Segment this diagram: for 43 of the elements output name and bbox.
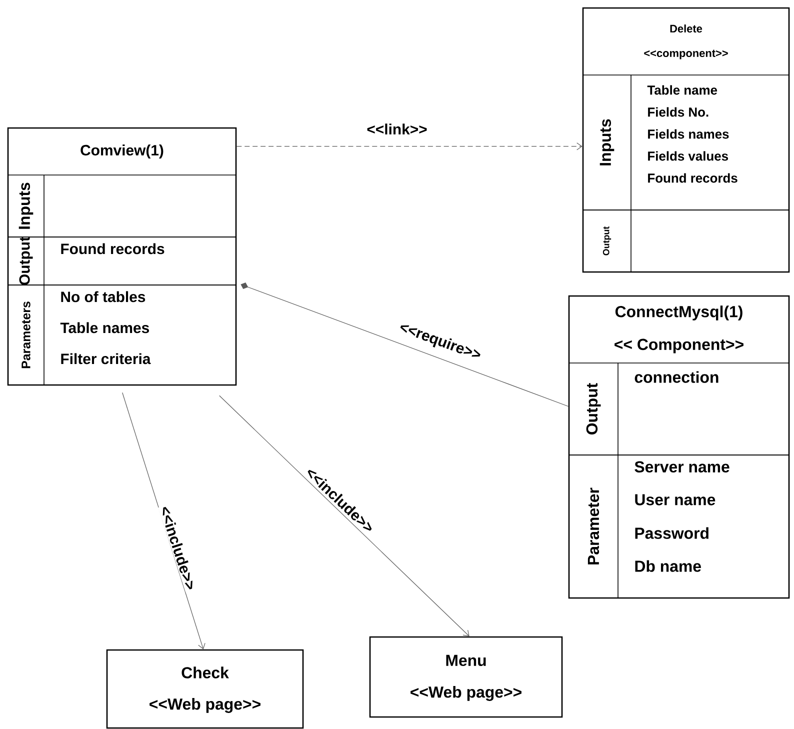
heading-text: << Component>> — [614, 338, 744, 354]
item-text: Fields names — [648, 129, 729, 139]
heading-text: Check — [182, 666, 229, 678]
side-label: Inputs — [600, 119, 614, 166]
item-text: Fields values — [648, 151, 728, 161]
side-label: Output — [602, 226, 612, 256]
item-text: connection — [634, 371, 718, 383]
item-text: Table names — [60, 322, 149, 334]
connector-arrow — [122, 392, 206, 650]
heading-text: <<component>> — [644, 50, 728, 60]
item-text: Password — [635, 527, 708, 539]
item-text: Found records — [648, 173, 738, 183]
item-text: Table name — [647, 85, 718, 95]
item-text: No of tables — [61, 291, 146, 302]
compartment — [582, 210, 790, 272]
item-text: User name — [635, 494, 716, 506]
side-label: Inputs — [18, 182, 34, 229]
compartment — [582, 74, 790, 210]
item-text: Server name — [634, 461, 730, 472]
heading-text: <<Web page>> — [150, 698, 260, 713]
compartment — [8, 174, 236, 238]
compartment — [8, 284, 236, 386]
heading-text: ConnectMysql(1) — [615, 306, 742, 320]
item-text: Filter criteria — [61, 353, 151, 364]
item-text: Fields No. — [648, 107, 708, 117]
item-text: Found records — [61, 243, 164, 254]
edge-label: <<link>> — [366, 122, 428, 136]
compartment — [8, 236, 236, 286]
side-label: Parameter — [588, 488, 600, 564]
component-box — [369, 636, 563, 718]
side-label: Parameters — [22, 302, 30, 368]
side-label: Output — [19, 236, 33, 285]
item-text: Db name — [635, 560, 701, 572]
compartment — [568, 362, 790, 456]
compartment — [568, 454, 790, 598]
connector-arrow — [236, 142, 582, 150]
connector-arrow — [219, 395, 470, 636]
heading-text: <<Web page>> — [410, 686, 522, 701]
component-box — [106, 649, 304, 729]
side-label: Output — [586, 383, 601, 434]
heading-text: Comview(1) — [80, 144, 164, 158]
heading-text: Delete — [670, 24, 702, 33]
heading-text: Menu — [446, 654, 486, 666]
